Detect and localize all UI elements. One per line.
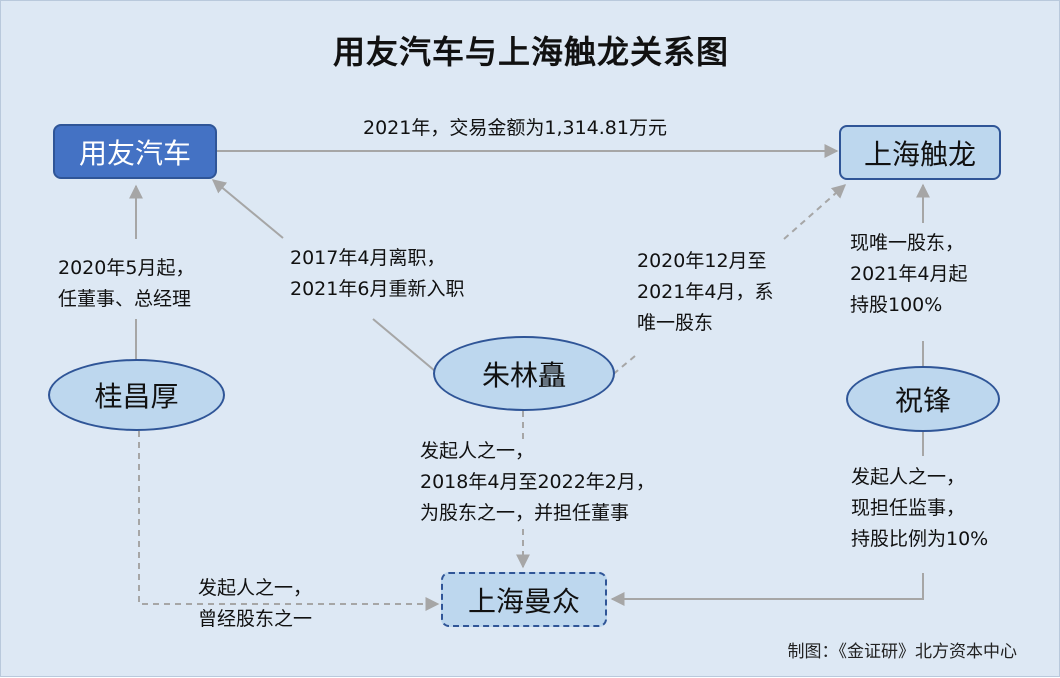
label-line: 为股东之一，并担任董事	[420, 502, 630, 524]
edge-gui-manzhong	[138, 431, 440, 611]
label-gui-yonyou: 2020年5月起， 任董事、总经理	[58, 253, 194, 315]
label-gui-manzhong: 发起人之一， 曾经股东之一	[198, 573, 312, 635]
label-line: 2021年4月起	[850, 263, 968, 285]
node-zhu-linchu: 朱林矗	[433, 336, 615, 411]
label-line: 持股100%	[850, 294, 943, 316]
label-line: 2020年12月至	[637, 250, 767, 272]
label-line: 2017年4月离职，	[290, 247, 446, 269]
label-line: 发起人之一，	[420, 440, 535, 462]
label-line: 2020年5月起，	[58, 257, 195, 279]
label-transaction: 2021年，交易金额为1,314.81万元	[363, 117, 667, 139]
node-zhu-feng: 祝锋	[846, 366, 1000, 432]
label-line: 任董事、总经理	[58, 288, 192, 310]
label-line: 现唯一股东，	[850, 232, 965, 254]
node-gui-changhou: 桂昌厚	[48, 359, 225, 431]
label-line: 2018年4月至2022年2月，	[420, 471, 655, 493]
footer-credit: 制图：《金证研》北方资本中心	[787, 642, 1018, 662]
edge-zhu-yonyou-upper	[211, 179, 284, 239]
label-zhu-yonyou: 2017年4月离职， 2021年6月重新入职	[290, 243, 464, 305]
label-zhufeng-manzhong: 发起人之一， 现担任监事， 持股比例为10%	[851, 462, 988, 555]
edge-zhu-yonyou-lower	[372, 318, 436, 372]
label-line: 发起人之一，	[851, 466, 966, 488]
label-zhu-manzhong: 发起人之一， 2018年4月至2022年2月， 为股东之一，并担任董事	[420, 436, 655, 529]
label-line: 2021年6月重新入职	[290, 278, 465, 300]
edge-zhu-chulong-lower	[610, 355, 636, 377]
node-yonyou-auto: 用友汽车	[53, 124, 217, 179]
label-zhu-chulong: 2020年12月至 2021年4月，系 唯一股东	[637, 246, 773, 339]
edge-zhufeng-manzhong-lower	[610, 573, 924, 606]
label-line: 2021年4月，系	[637, 281, 774, 303]
label-line: 唯一股东	[637, 312, 714, 334]
label-line: 现担任监事，	[851, 497, 966, 519]
node-shanghai-manzhong: 上海曼众	[441, 572, 607, 627]
diagram-title: 用友汽车与上海触龙关系图	[332, 33, 729, 71]
label-line: 发起人之一，	[198, 577, 313, 599]
label-line: 曾经股东之一	[198, 608, 313, 630]
label-line: 持股比例为10%	[851, 528, 989, 550]
node-shanghai-chulong: 上海触龙	[839, 125, 1001, 180]
edge-zhu-chulong-upper	[783, 184, 847, 240]
label-zhufeng-chulong: 现唯一股东， 2021年4月起 持股100%	[850, 228, 967, 321]
